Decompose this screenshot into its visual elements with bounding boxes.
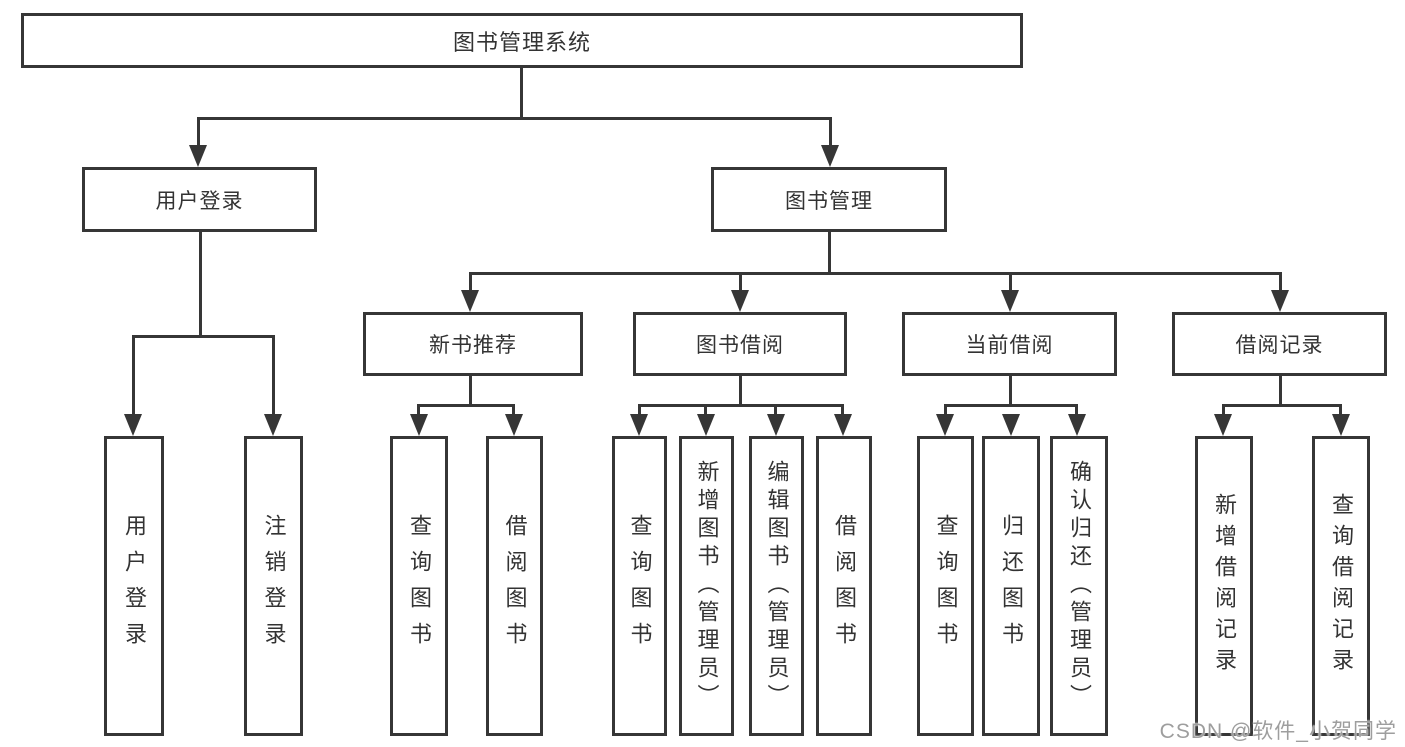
leaf-add-borrow-record-label: 新增借阅记录 <box>1212 493 1237 679</box>
arrowhead-down-icon <box>767 414 785 436</box>
node-new-book-recommendation: 新书推荐 <box>363 312 583 376</box>
arrowhead-down-icon <box>264 414 282 436</box>
leaf-borrow-books-label: 借阅图书 <box>832 514 857 658</box>
connector-stub <box>1009 272 1012 294</box>
connector-stub <box>739 272 742 294</box>
connector-hline <box>944 404 1078 407</box>
arrowhead-down-icon <box>1002 414 1020 436</box>
leaf-query-books-label: 查询图书 <box>933 514 959 658</box>
leaf-user-login-label: 用户登录 <box>122 514 147 658</box>
leaf-logout-login: 注销登录 <box>244 436 303 736</box>
connector-level2-hline <box>197 117 831 120</box>
connector-stem <box>739 374 742 407</box>
node-user-login: 用户登录 <box>82 167 317 232</box>
leaf-user-login: 用户登录 <box>104 436 164 736</box>
node-current-borrowing: 当前借阅 <box>902 312 1117 376</box>
node-book-borrowing: 图书借阅 <box>633 312 847 376</box>
leaf-query-books-borrowing: 查询图书 <box>612 436 667 736</box>
arrowhead-down-icon <box>1214 414 1232 436</box>
connector-stub <box>1279 272 1282 294</box>
leaf-edit-book-admin: 编辑图书（管理员） <box>749 436 804 736</box>
leaf-query-books-label: 查询图书 <box>627 514 653 658</box>
connector-stub <box>1075 404 1078 417</box>
leaf-query-books-recommend: 查询图书 <box>390 436 448 736</box>
connector-hline <box>417 404 515 407</box>
leaf-borrow-books-recommend: 借阅图书 <box>486 436 543 736</box>
connector-stem <box>1009 374 1012 407</box>
leaf-add-book-admin-label: 新增图书（管理员） <box>694 460 720 712</box>
connector-hline <box>638 404 844 407</box>
arrowhead-down-icon <box>731 290 749 312</box>
node-borrowing-records: 借阅记录 <box>1172 312 1387 376</box>
connector-book-mgmt-stem <box>828 230 831 274</box>
connector-stub <box>704 404 707 417</box>
leaf-borrow-books-borrowing: 借阅图书 <box>816 436 872 736</box>
connector-stem <box>469 374 472 407</box>
leaf-add-borrow-record: 新增借阅记录 <box>1195 436 1253 736</box>
arrowhead-down-icon <box>124 414 142 436</box>
connector-stem <box>1279 374 1282 407</box>
arrowhead-down-icon <box>697 414 715 436</box>
leaf-confirm-return-admin-label: 确认归还（管理员） <box>1067 460 1092 712</box>
arrowhead-down-icon <box>821 145 839 167</box>
arrowhead-down-icon <box>1332 414 1350 436</box>
connector-hline <box>1222 404 1342 407</box>
leaf-return-books: 归还图书 <box>982 436 1040 736</box>
leaf-query-books-current: 查询图书 <box>917 436 974 736</box>
connector-stub <box>417 404 420 417</box>
leaf-edit-book-admin-label: 编辑图书（管理员） <box>764 460 790 712</box>
arrowhead-down-icon <box>1271 290 1289 312</box>
connector-level3-hline <box>469 272 1281 275</box>
connector-stub <box>944 404 947 417</box>
leaf-borrow-books-label: 借阅图书 <box>502 514 528 658</box>
leaf-query-borrow-record-label: 查询借阅记录 <box>1329 493 1354 679</box>
arrowhead-down-icon <box>189 145 207 167</box>
connector-stub <box>469 272 472 294</box>
arrowhead-down-icon <box>1068 414 1086 436</box>
leaf-logout-login-label: 注销登录 <box>261 514 287 658</box>
leaf-query-borrow-record: 查询借阅记录 <box>1312 436 1370 736</box>
arrowhead-down-icon <box>410 414 428 436</box>
connector-stub <box>512 404 515 417</box>
node-book-management: 图书管理 <box>711 167 947 232</box>
connector-stub <box>197 117 200 148</box>
connector-stub <box>841 404 844 417</box>
connector-stub <box>272 335 275 418</box>
arrowhead-down-icon <box>936 414 954 436</box>
watermark: CSDN @软件_小贺同学 <box>1159 720 1397 743</box>
connector-user-login-hline <box>132 335 274 338</box>
leaf-return-books-label: 归还图书 <box>999 514 1024 658</box>
connector-stub <box>1222 404 1225 417</box>
arrowhead-down-icon <box>505 414 523 436</box>
connector-root-stem <box>520 68 523 119</box>
leaf-confirm-return-admin: 确认归还（管理员） <box>1050 436 1108 736</box>
arrowhead-down-icon <box>1001 290 1019 312</box>
leaf-query-books-label: 查询图书 <box>407 514 432 658</box>
leaf-add-book-admin: 新增图书（管理员） <box>679 436 734 736</box>
arrowhead-down-icon <box>461 290 479 312</box>
connector-stub <box>1339 404 1342 417</box>
arrowhead-down-icon <box>834 414 852 436</box>
connector-stub <box>638 404 641 417</box>
connector-stub <box>774 404 777 417</box>
connector-stub <box>132 335 135 418</box>
connector-stub <box>829 117 832 148</box>
arrowhead-down-icon <box>630 414 648 436</box>
node-root-system: 图书管理系统 <box>21 13 1023 68</box>
connector-user-login-stem <box>199 230 202 337</box>
